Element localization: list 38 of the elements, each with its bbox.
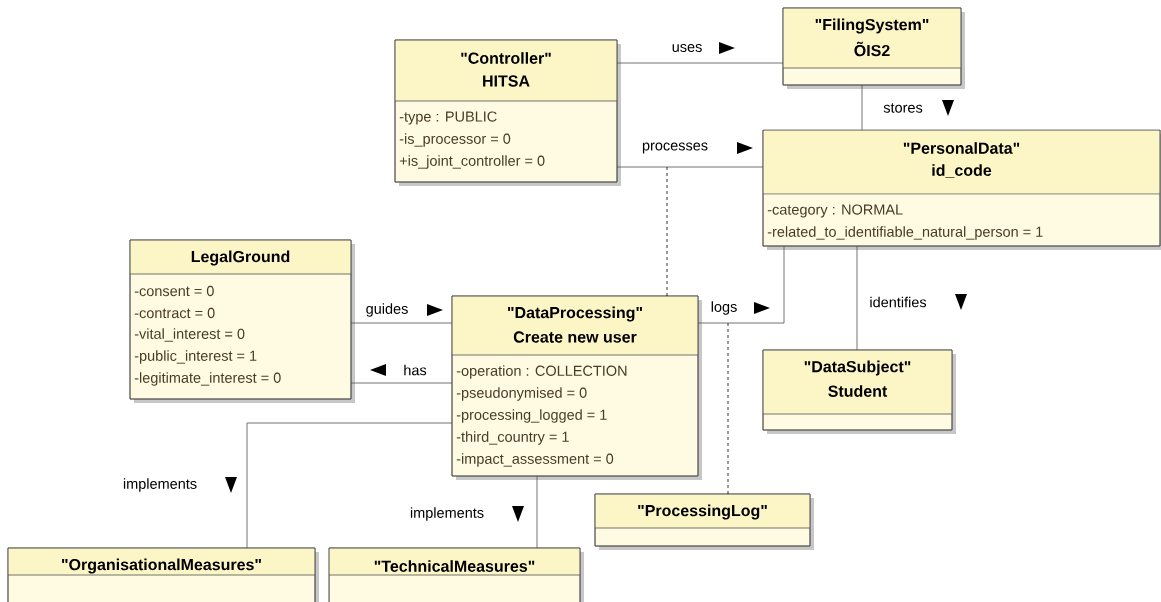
dashed-link [727,322,729,495]
object-box: "TechnicalMeasures" [328,547,584,602]
object-box: "ProcessingLog" [594,493,814,550]
edge-label: stores [882,102,924,114]
direction-arrow [737,142,753,154]
object-box: "Controller" HITSA -type : PUBLIC -is_processor = 0 +is_joint_controller = 0 [394,39,621,186]
edge-label: identifies [868,295,928,309]
edge-label: uses [670,43,704,53]
association-line [616,62,784,64]
direction-arrow [719,42,735,54]
edge-label: implements [408,506,486,522]
object-box: "FilingSystem" ÕIS2 [782,7,965,89]
edge-label: implements [121,477,199,493]
direction-arrow [955,294,967,310]
direction-arrow [754,302,770,314]
association-line [616,166,764,168]
object-box: "OrganisationalMeasures" [7,547,319,602]
direction-arrow [370,364,386,376]
association-line [697,245,785,324]
association-line [856,245,858,351]
direction-arrow [427,304,443,316]
direction-arrow [942,100,954,116]
association-line [350,382,453,384]
edge-label: guides [364,302,410,318]
edge-label: has [402,363,428,377]
edge-label: processes [640,141,710,155]
object-box: "PersonalData" id_code -category : NORMAL -related_to_identifiable_natural_person = 1 [762,129,1161,250]
direction-arrow [512,506,524,522]
object-box: "DataProcessing" Create new user -operation : COLLECTION -pseudonymised = 0 -processing_logged = 1 -third_country = 1 -impact_assessment = 0 [451,295,702,480]
association-line [246,422,453,549]
dashed-link [666,166,668,297]
edge-label: logs [709,300,739,316]
object-box: LegalGround -consent = 0 -contract = 0 -vital_interest = 0 -public_interest = 1 -legitimate_interest = 0 [129,239,355,403]
direction-arrow [225,477,237,493]
association-line [350,322,453,324]
association-line [536,475,538,549]
association-line [861,84,863,131]
object-box: "DataSubject" Student [762,349,956,434]
